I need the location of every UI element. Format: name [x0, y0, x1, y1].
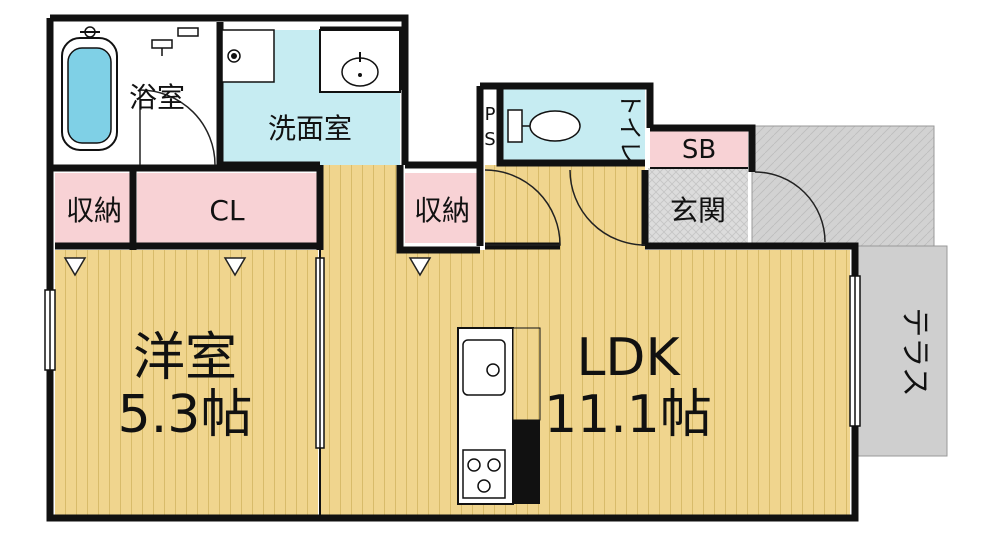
western-room-size: 5.3帖	[118, 385, 253, 445]
kitchen-sink-icon	[462, 339, 506, 396]
ldk-name: LDK	[576, 328, 681, 388]
closet-label: CL	[209, 194, 245, 227]
door-swing-icon	[63, 89, 826, 277]
entrance-label: 玄関	[670, 194, 726, 227]
shower-icon	[151, 27, 199, 56]
washroom-label: 洗面室	[268, 112, 352, 145]
terrace-label: テラス	[897, 307, 932, 396]
storage-mid-label: 収納	[414, 194, 470, 227]
western-room-name: 洋室	[133, 328, 237, 388]
ps-label-s: S	[484, 129, 495, 150]
bathtub-icon	[61, 26, 118, 151]
ps-label-p: P	[485, 104, 496, 125]
washing-machine-icon	[221, 29, 275, 83]
sink-icon	[341, 52, 379, 87]
sb-label: SB	[682, 135, 716, 165]
toilet-label: トイレ	[616, 92, 644, 164]
bath-label: 浴室	[129, 81, 185, 114]
storage-left-label: 収納	[66, 194, 122, 227]
ldk-size: 11.1帖	[544, 385, 712, 445]
toilet-icon	[507, 109, 581, 143]
terrace	[751, 125, 948, 457]
window-icon	[44, 257, 861, 449]
stove-icon	[462, 449, 506, 499]
